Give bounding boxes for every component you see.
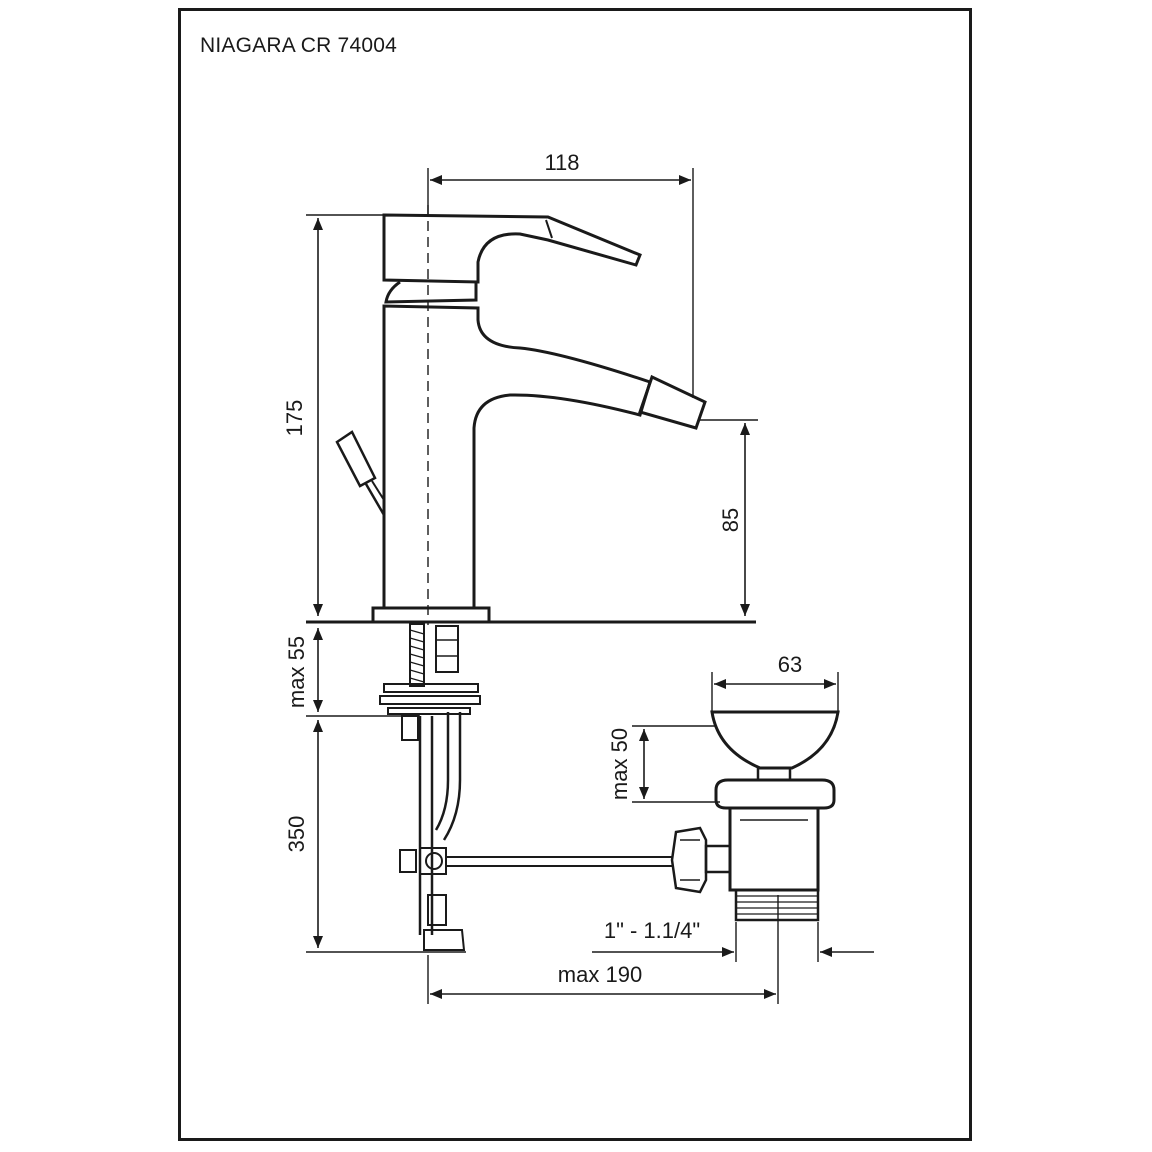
dim-hose-length: 350 — [284, 720, 466, 953]
dim-label-thread: 1" - 1.1/4" — [604, 918, 700, 943]
dim-waste-distance: max 190 — [427, 895, 779, 1004]
pull-rod — [446, 856, 672, 867]
dim-total-height: 175 — [282, 214, 385, 616]
dim-thread: 1" - 1.1/4" — [592, 918, 874, 962]
waste-assembly — [670, 710, 840, 922]
dim-spout-reach: 118 — [427, 150, 694, 398]
dim-label-118: 118 — [544, 150, 579, 175]
dim-label-63: 63 — [778, 652, 802, 677]
dim-label-85: 85 — [718, 508, 743, 532]
dim-label-max50: max 50 — [607, 728, 632, 800]
dim-waste-height: max 50 — [607, 725, 720, 803]
dim-label-350: 350 — [284, 816, 309, 853]
dim-waste-diameter: 63 — [711, 652, 839, 712]
dim-label-max55: max 55 — [284, 636, 309, 708]
dim-spout-height: 85 — [700, 419, 758, 616]
faucet-body — [335, 205, 707, 625]
dim-label-max190: max 190 — [558, 962, 642, 987]
dim-deck-thickness: max 55 — [284, 628, 420, 717]
under-deck-fittings — [379, 623, 481, 951]
model-title: NIAGARA CR 74004 — [200, 34, 397, 57]
dim-label-175: 175 — [282, 400, 307, 437]
